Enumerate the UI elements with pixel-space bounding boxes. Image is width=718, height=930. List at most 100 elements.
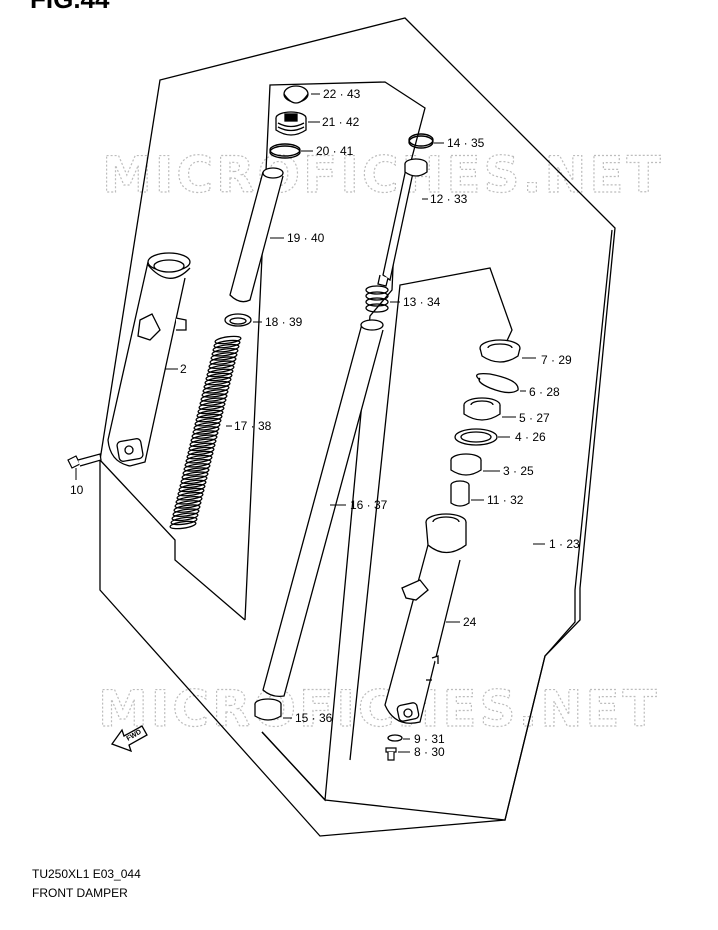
spring-coil xyxy=(189,438,217,448)
drain-bolt-part xyxy=(385,747,397,761)
figure-code: TU250XL1 E03_044 xyxy=(32,867,141,881)
watermark-bottom: MICROFICHES.NET xyxy=(98,680,660,738)
callout-16-37: 16 · 37 xyxy=(350,498,388,512)
outer-tube-frame xyxy=(349,267,513,761)
figure-heading: FIG.44 xyxy=(30,0,109,15)
callout-22-43: 22 · 43 xyxy=(323,87,361,101)
spring-coil xyxy=(205,372,233,382)
spring-coil xyxy=(173,504,201,513)
callout-8-30: 8 · 30 xyxy=(414,745,445,759)
gasket-part xyxy=(387,734,403,742)
assembly-frame xyxy=(99,17,616,837)
clip-part xyxy=(476,372,519,394)
callout-14-35: 14 · 35 xyxy=(447,136,485,150)
washer-4-part xyxy=(454,428,498,446)
spring-coil xyxy=(209,356,237,365)
spring-coil xyxy=(202,385,230,394)
spring-coil xyxy=(182,467,210,476)
washer-part xyxy=(224,313,252,327)
bolt-10-part xyxy=(67,453,102,469)
spring-coil xyxy=(194,417,222,427)
callout-18-39: 18 · 39 xyxy=(265,315,303,329)
figure-title: FRONT DAMPER xyxy=(32,886,128,900)
guide-metal-part xyxy=(450,453,482,476)
callout-1-23: 1 · 23 xyxy=(549,537,580,551)
oil-seal-part xyxy=(463,397,501,421)
spring-coil xyxy=(179,479,207,489)
spring-coil xyxy=(175,496,203,505)
forward-arrow-icon: FWD xyxy=(110,725,148,753)
spring-coil xyxy=(183,463,211,472)
spring-coil xyxy=(191,430,219,439)
spring-coil xyxy=(184,459,212,468)
spring-coil xyxy=(199,397,227,406)
spring-coil xyxy=(169,520,197,530)
inner-tube-part xyxy=(262,319,384,698)
spring-coil xyxy=(204,376,232,386)
spring-coil xyxy=(187,446,215,456)
bolt-part xyxy=(275,111,307,136)
spring-coil xyxy=(197,405,225,415)
callout-13-34: 13 · 34 xyxy=(403,295,441,309)
callout-5-27: 5 · 27 xyxy=(519,411,550,425)
spring-coil xyxy=(170,516,198,526)
spring-coil xyxy=(177,487,205,497)
spring-coil xyxy=(214,335,242,345)
callout-4-26: 4 · 26 xyxy=(515,430,546,444)
callout-12-33: 12 · 33 xyxy=(430,192,468,206)
lower-frame xyxy=(261,229,613,821)
spring-part xyxy=(169,335,242,530)
callout-9-31: 9 · 31 xyxy=(414,732,445,746)
spring-coil xyxy=(181,471,209,480)
spring-coil xyxy=(208,360,236,369)
watermark-top: MICROFICHES.NET xyxy=(102,146,664,204)
damper-rod-part xyxy=(377,158,428,287)
spring-coil xyxy=(192,426,220,435)
callout-19-40: 19 · 40 xyxy=(287,231,325,245)
bush-part xyxy=(254,698,282,721)
callout-17-38: 17 · 38 xyxy=(234,419,272,433)
spring-coil xyxy=(210,352,238,361)
cylinder-part xyxy=(450,480,470,507)
spring-coil xyxy=(203,380,231,390)
callout-6-28: 6 · 28 xyxy=(529,385,560,399)
callout-15-36: 15 · 36 xyxy=(295,711,333,725)
spring-coil xyxy=(207,364,235,374)
dust-seal-part xyxy=(479,339,521,363)
spring-coil xyxy=(186,450,214,460)
rebound-spring-part xyxy=(365,285,389,313)
spring-coil xyxy=(200,393,228,402)
slider-tube-part xyxy=(384,513,467,724)
spring-coil xyxy=(172,508,200,517)
callout-20-41: 20 · 41 xyxy=(316,144,354,158)
spring-coil xyxy=(198,401,226,411)
spring-coil xyxy=(212,343,240,353)
spring-coil xyxy=(180,475,208,485)
spring-coil xyxy=(195,413,223,423)
spring-coil xyxy=(196,409,224,419)
spring-coil xyxy=(213,339,241,349)
callout-3-25: 3 · 25 xyxy=(503,464,534,478)
spring-coil xyxy=(206,368,234,378)
spring-coil xyxy=(193,422,221,431)
callout-7-29: 7 · 29 xyxy=(541,353,572,367)
callout-2: 2 xyxy=(180,362,187,376)
o-ring-part xyxy=(269,143,301,159)
spring-coil xyxy=(178,483,206,493)
outer-tube-part xyxy=(107,252,191,467)
o-ring-14-part xyxy=(408,133,434,149)
spring-coil xyxy=(190,434,218,443)
spring-coil xyxy=(185,454,213,464)
spring-coil xyxy=(171,512,199,522)
spring-coil xyxy=(201,389,229,398)
spring-coil xyxy=(174,500,202,509)
cap-part xyxy=(283,85,309,104)
spring-coil xyxy=(188,442,216,452)
callout-10: 10 xyxy=(70,483,84,497)
spring-coil xyxy=(211,348,239,357)
callout-21-42: 21 · 42 xyxy=(322,115,360,129)
spring-coil xyxy=(176,491,204,501)
spacer-part xyxy=(229,167,284,303)
callout-11-32: 11 · 32 xyxy=(487,493,524,507)
